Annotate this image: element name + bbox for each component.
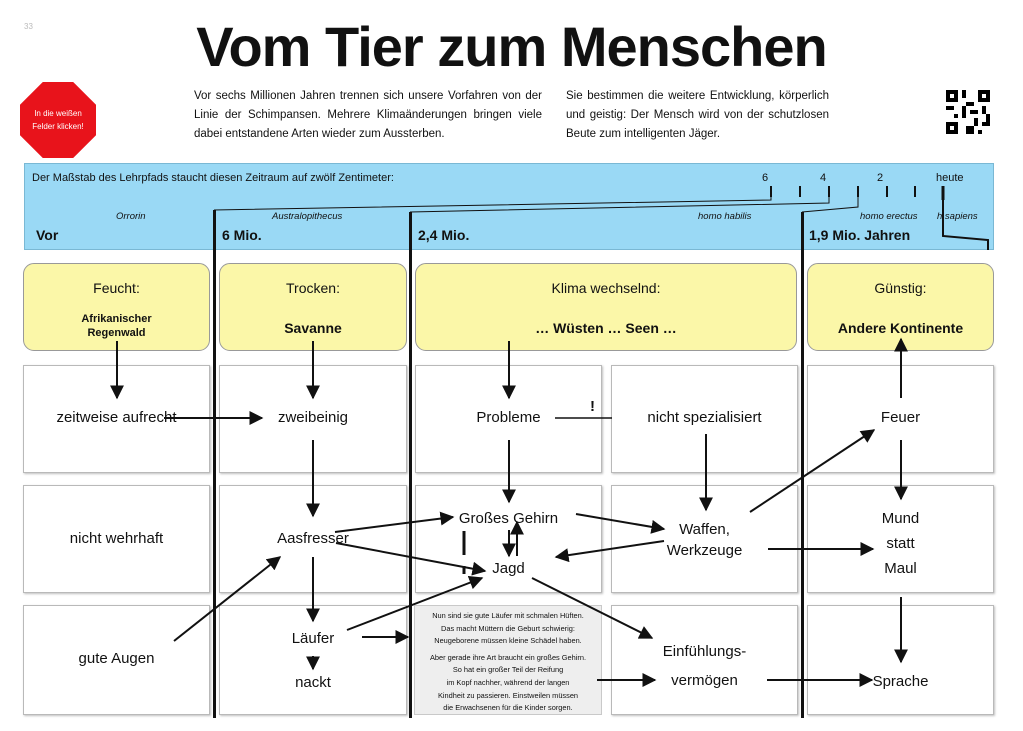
climate-sub: … Wüsten … Seen … (535, 320, 677, 336)
cell-r1-c4[interactable] (611, 365, 798, 473)
climate-title: Klima wechselnd: (551, 280, 661, 296)
cell-r2-c1[interactable] (23, 485, 210, 593)
page-number: 33 (24, 22, 33, 31)
explanation-note: Nun sind sie gute Läufer mit schmalen Hü… (414, 605, 602, 715)
label-gute-augen[interactable]: gute Augen (78, 650, 155, 667)
exclamation-mark: ! (590, 398, 595, 415)
climate-sub: Andere Kontinente (837, 320, 964, 336)
cell-r2-c5[interactable] (807, 485, 994, 593)
species-australopithecus: Australopithecus (272, 211, 343, 222)
climate-guenstig[interactable]: Günstig: Andere Kontinente (807, 263, 994, 351)
tick-6: 6 (762, 172, 769, 184)
era-line-6mio (213, 210, 216, 718)
label-nicht-spezialisiert[interactable]: nicht spezialisiert (647, 409, 762, 426)
note-line: Das macht Müttern die Geburt schwierig: (441, 623, 575, 633)
intro-left: Vor sechs Millionen Jahren trennen sich … (194, 90, 542, 140)
era-vor: Vor (36, 227, 59, 243)
climate-title: Günstig: (874, 280, 927, 296)
stop-sign-line2: Felder klicken! (32, 122, 84, 131)
climate-title: Feucht: (93, 280, 140, 296)
label-mund[interactable]: Mund (881, 510, 920, 527)
era-2-4mio: 2,4 Mio. (418, 227, 470, 243)
page-title: Vom Tier zum Menschen (196, 15, 827, 78)
species-orrorin: Orrorin (116, 211, 146, 222)
note-line: Nun sind sie gute Läufer mit schmalen Hü… (432, 611, 584, 620)
label-maul[interactable]: Maul (884, 560, 917, 577)
label-zeitweise-aufrecht[interactable]: zeitweise aufrecht (56, 409, 177, 426)
era-6mio: 6 Mio. (222, 227, 262, 243)
tick-4: 4 (820, 172, 827, 184)
label-feuer[interactable]: Feuer (880, 409, 921, 426)
climate-feucht[interactable]: Feucht: Afrikanischer Regenwald (23, 263, 210, 351)
qr-code-icon[interactable] (946, 90, 990, 134)
note-line: So hat ein großer Teil der Reifung (452, 665, 564, 675)
timeline-scale-text: Der Maßstab des Lehrpfads staucht diesen… (32, 172, 394, 184)
era-line-1-9mio (801, 212, 804, 718)
intro-right: Sie bestimmen die weitere Entwicklung, k… (566, 90, 829, 140)
stop-sign-line1: In die weißen (34, 109, 82, 118)
era-1-9mio: 1,9 Mio. Jahren (809, 227, 911, 243)
label-einfuehlungs[interactable]: Einfühlungs- (662, 643, 747, 660)
label-laeufer[interactable]: Läufer (291, 630, 335, 647)
cell-r3-c4[interactable] (611, 605, 798, 715)
label-jagd[interactable]: Jagd (492, 560, 525, 577)
note-line: Neugeborene müssen kleine Schädel haben. (434, 636, 582, 646)
label-waffen[interactable]: Waffen, (679, 521, 730, 538)
label-grosses-gehirn[interactable]: Großes Gehirn (458, 510, 559, 527)
species-habilis: homo habilis (698, 211, 752, 222)
climate-wechselnd[interactable]: Klima wechselnd: … Wüsten … Seen … (415, 263, 797, 351)
climate-sub: Savanne (284, 320, 342, 336)
label-aasfresser[interactable]: Aasfresser (277, 530, 349, 547)
note-line: im Kopf nachher, während der langen (446, 677, 570, 687)
tick-2: 2 (877, 172, 884, 184)
label-probleme[interactable]: Probleme (476, 409, 541, 426)
era-line-2-4mio (409, 212, 412, 718)
label-vermoegen[interactable]: vermögen (671, 672, 738, 689)
timeline-band (24, 163, 994, 250)
tick-heute: heute (936, 172, 964, 184)
note-line: die Erwachsenen für die Kinder sorgen. (443, 703, 573, 713)
label-nackt[interactable]: nackt (295, 674, 331, 691)
climate-title: Trocken: (286, 280, 340, 296)
note-line: Aber gerade ihre Art braucht ein großes … (429, 652, 587, 662)
species-erectus: homo erectus (860, 211, 918, 222)
label-statt[interactable]: statt (886, 535, 915, 552)
cell-r3-c1[interactable] (23, 605, 210, 715)
label-nicht-wehrhaft[interactable]: nicht wehrhaft (69, 530, 164, 547)
label-zweibeinig[interactable]: zweibeinig (277, 409, 349, 426)
label-werkzeuge[interactable]: Werkzeuge (666, 542, 743, 559)
climate-sub: Afrikanischer Regenwald (81, 313, 152, 339)
label-sprache[interactable]: Sprache (872, 673, 929, 690)
note-line: Kindheit zu passieren. Einstweilen müsse… (437, 690, 579, 700)
species-sapiens: h.sapiens (937, 211, 978, 222)
